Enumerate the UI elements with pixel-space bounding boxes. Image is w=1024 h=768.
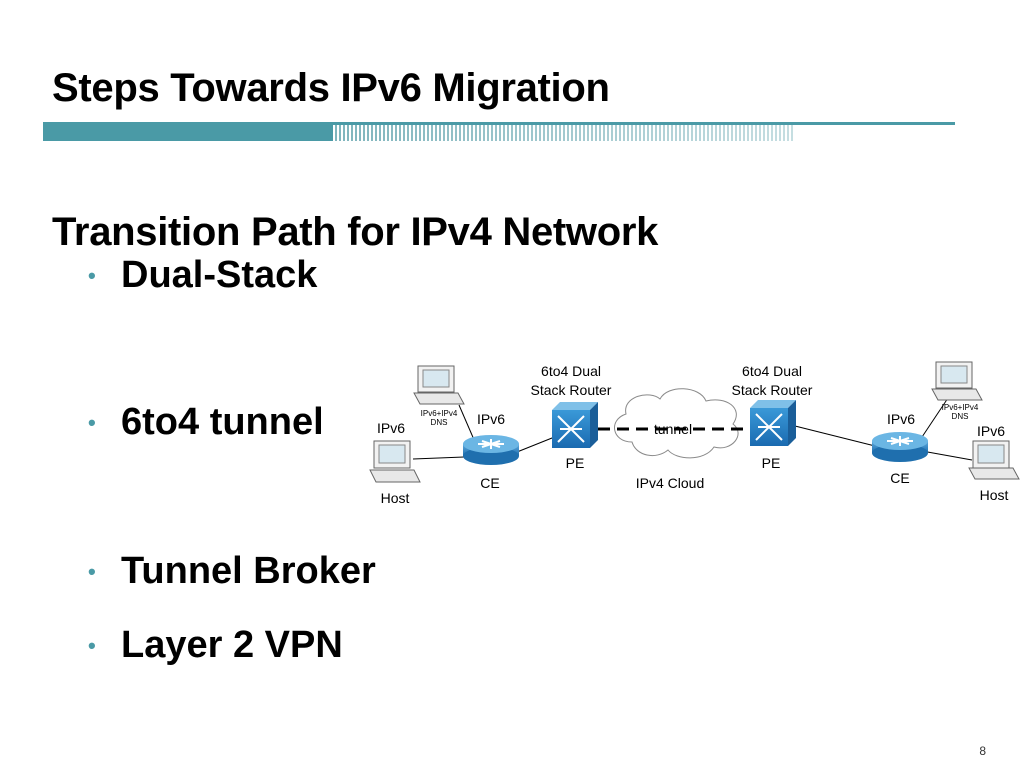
left-pe-router-icon — [552, 402, 598, 448]
ipv4-cloud-label: IPv4 Cloud — [636, 475, 704, 491]
left-dns-server-icon — [413, 365, 465, 405]
bullet-item: • Dual-Stack — [88, 254, 317, 297]
slide-title: Steps Towards IPv6 Migration — [52, 66, 610, 110]
bullet-dot-icon: • — [88, 409, 96, 435]
right-pe-title-line1: 6to4 Dual — [742, 363, 802, 379]
network-links — [412, 397, 973, 461]
network-diagram: 6to4 Dual Stack Router 6to4 Dual Stack R… — [369, 361, 1020, 506]
bullet-text: Dual-Stack — [121, 254, 318, 296]
left-ce-ipv6-label: IPv6 — [477, 411, 505, 427]
bullet-item: • 6to4 tunnel — [88, 401, 324, 444]
right-dns-label-line2: DNS — [952, 412, 969, 421]
right-dns-label-line1: IPv6+IPv4 — [942, 403, 979, 412]
page-number: 8 — [979, 744, 986, 758]
left-ce-router-icon — [463, 435, 519, 465]
left-pe-label: PE — [566, 455, 585, 471]
right-host-pc-icon — [968, 440, 1020, 480]
bullet-text: Tunnel Broker — [121, 550, 376, 592]
bullet-text: 6to4 tunnel — [121, 401, 324, 443]
left-host-pc-icon — [369, 440, 421, 483]
ipv4-cloud-icon — [614, 388, 739, 459]
left-host-label: Host — [381, 490, 410, 506]
right-ce-label: CE — [890, 470, 909, 486]
title-underline-bar — [43, 122, 955, 141]
left-dns-label-line2: DNS — [431, 418, 448, 427]
bullet-item: • Tunnel Broker — [88, 550, 376, 593]
left-pe-title-line2: Stack Router — [531, 382, 612, 398]
right-host-label: Host — [980, 487, 1009, 503]
left-host-ipv6-label: IPv6 — [377, 420, 405, 436]
left-ce-label: CE — [480, 475, 499, 491]
right-ce-ipv6-label: IPv6 — [887, 411, 915, 427]
right-pe-router-icon — [750, 400, 796, 446]
bullet-item: • Layer 2 VPN — [88, 624, 343, 667]
bullet-dot-icon: • — [88, 558, 96, 584]
right-pe-title-line2: Stack Router — [732, 382, 813, 398]
tunnel-label: tunnel — [654, 421, 692, 437]
right-ce-router-icon — [872, 432, 928, 462]
left-pe-title-line1: 6to4 Dual — [541, 363, 601, 379]
right-host-ipv6-label: IPv6 — [977, 423, 1005, 439]
left-dns-label-line1: IPv6+IPv4 — [421, 409, 458, 418]
section-subtitle: Transition Path for IPv4 Network — [52, 210, 659, 254]
bullet-dot-icon: • — [88, 262, 96, 288]
right-pe-label: PE — [762, 455, 781, 471]
right-dns-server-icon — [931, 361, 983, 401]
bullet-dot-icon: • — [88, 632, 96, 658]
bullet-text: Layer 2 VPN — [121, 624, 343, 666]
